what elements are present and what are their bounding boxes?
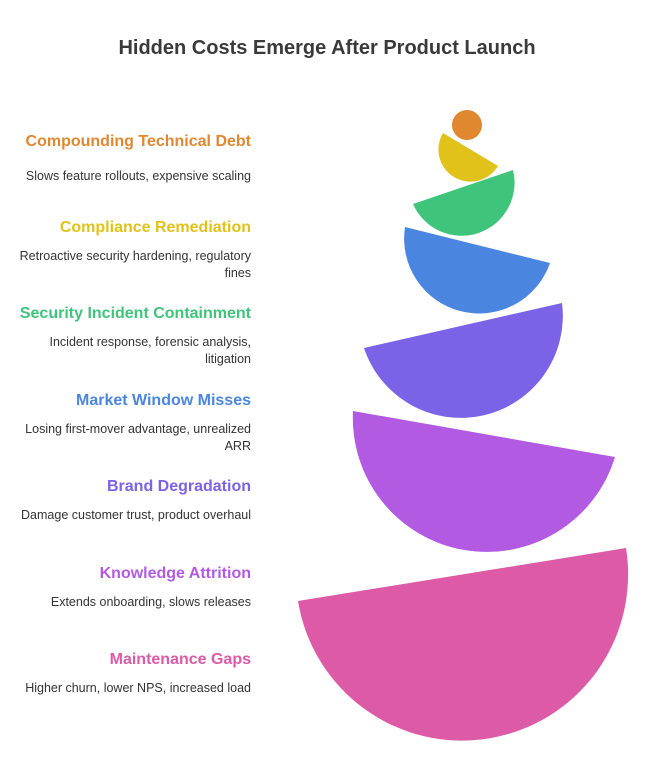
item-title: Brand Degradation (106, 478, 251, 495)
item-title: Compounding Technical Debt (25, 133, 251, 150)
item-title: Knowledge Attrition (99, 565, 251, 582)
item-security-incident-containment: Security Incident Containment Incident r… (11, 303, 251, 368)
item-title: Compliance Remediation (59, 219, 251, 236)
item-title: Maintenance Gaps (109, 651, 251, 668)
item-description: Retroactive security hardening, regulato… (19, 249, 251, 280)
item-title: Market Window Misses (75, 392, 251, 409)
shape-knowledge-attrition (352, 411, 615, 552)
shape-brand-degradation (364, 303, 563, 418)
item-market-window-misses: Market Window Misses Losing first-mover … (11, 390, 251, 455)
shape-compounding-technical-debt (452, 110, 482, 140)
shape-security-incident-containment (413, 170, 515, 236)
item-description: Damage customer trust, product overhaul (21, 508, 251, 522)
item-description: Higher churn, lower NPS, increased load (25, 681, 251, 695)
item-compliance-remediation: Compliance Remediation Retroactive secur… (11, 217, 251, 282)
item-description: Slows feature rollouts, expensive scalin… (25, 169, 251, 183)
item-description: Extends onboarding, slows releases (50, 595, 251, 609)
item-description: Incident response, forensic analysis, li… (49, 335, 252, 366)
item-maintenance-gaps: Maintenance Gaps Higher churn, lower NPS… (11, 649, 251, 697)
item-title: Security Incident Containment (19, 305, 251, 322)
item-brand-degradation: Brand Degradation Damage customer trust,… (11, 476, 251, 524)
item-knowledge-attrition: Knowledge Attrition Extends onboarding, … (11, 563, 251, 611)
item-compounding-technical-debt: Compounding Technical Debt Slows feature… (11, 131, 251, 185)
diagram-title: Hidden Costs Emerge After Product Launch (118, 37, 536, 59)
item-description: Losing first-mover advantage, unrealized… (25, 422, 251, 453)
shape-market-window-misses (404, 227, 550, 314)
shape-compliance-remediation (438, 133, 498, 182)
shape-maintenance-gaps (298, 548, 629, 741)
